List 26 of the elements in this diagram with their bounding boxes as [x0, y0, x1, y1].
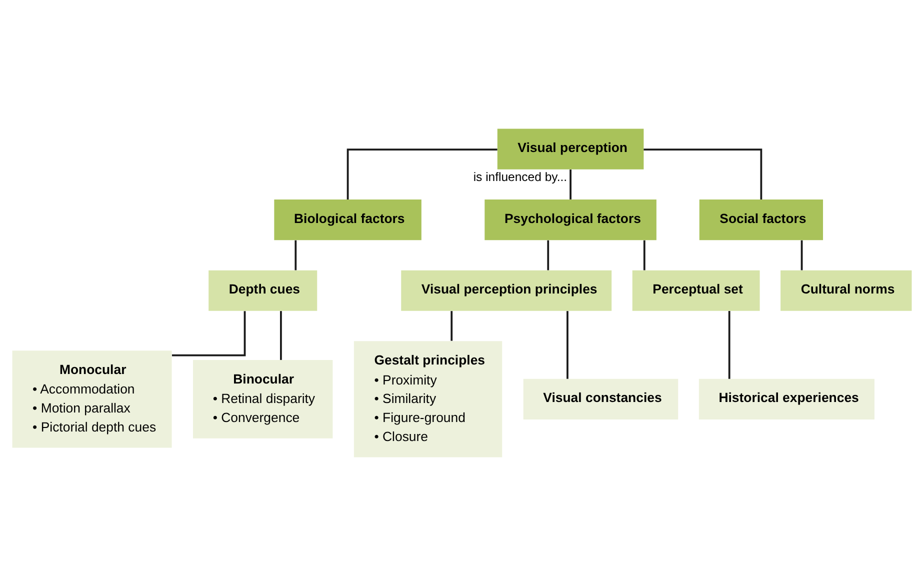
- connector: [280, 311, 282, 360]
- node-box: Visual perception: [497, 128, 644, 170]
- connector: [346, 148, 498, 200]
- node-box: Gestalt principles • Proximity • Similarity • Figure-ground • Closure: [354, 341, 502, 458]
- connector: [643, 240, 646, 270]
- connector: [800, 240, 803, 270]
- node-box: Visual constancies: [523, 378, 678, 420]
- node-box: Monocular • Accommodation • Motion parallax • Pictorial depth cues: [12, 350, 172, 448]
- node-box: Historical experiences: [698, 378, 874, 420]
- node-box: Social factors: [699, 200, 823, 240]
- node-box: Perceptual set: [632, 270, 760, 311]
- connector: [547, 240, 550, 270]
- node-box: Psychological factors: [484, 200, 656, 240]
- connector: [172, 311, 246, 356]
- connector: [570, 170, 572, 200]
- connector: [566, 311, 568, 379]
- connector: [294, 240, 297, 270]
- node-box: Visual perception principles: [401, 270, 612, 311]
- node-box: Depth cues: [208, 270, 318, 311]
- connector: [644, 148, 762, 200]
- edge-label: is influenced by...: [473, 170, 568, 184]
- node-box: Cultural norms: [780, 270, 912, 311]
- node-box: Binocular • Retinal disparity • Convergence: [193, 360, 333, 438]
- connector: [728, 311, 730, 379]
- connector: [450, 311, 453, 341]
- node-box: Biological factors: [274, 200, 422, 240]
